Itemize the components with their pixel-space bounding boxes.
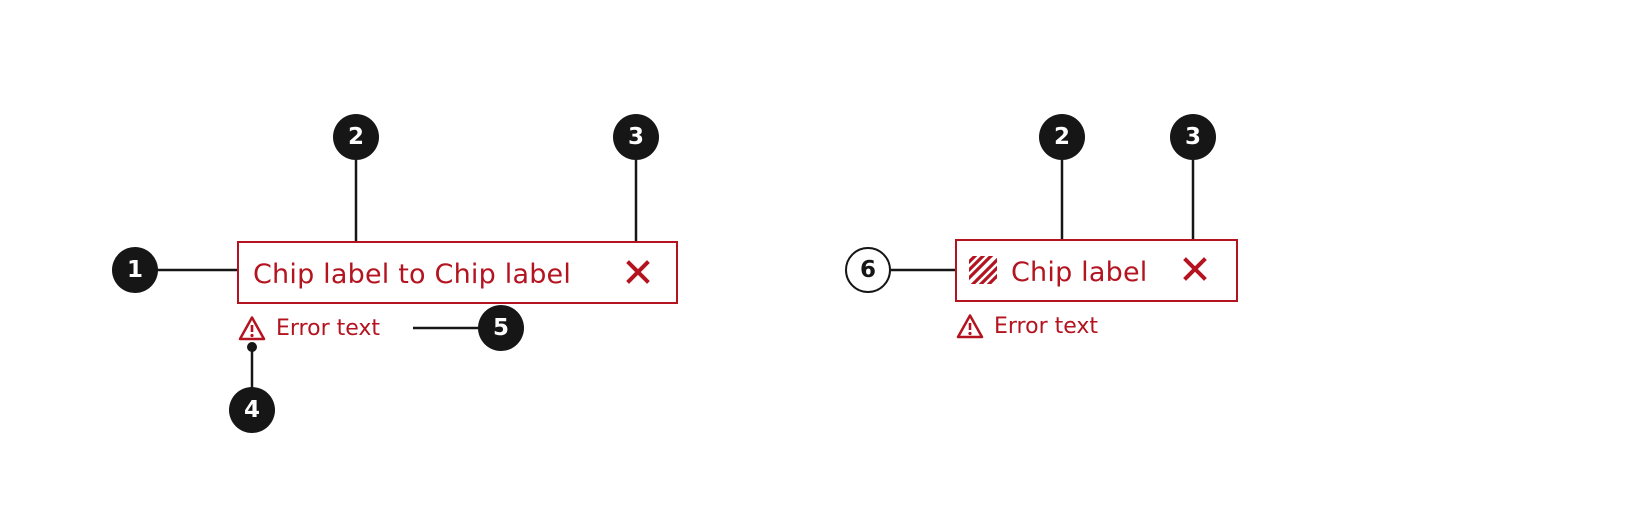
marker-number: 4 <box>243 397 260 423</box>
marker-4-warning-icon: 4 <box>229 387 275 433</box>
marker-number: 3 <box>627 124 644 150</box>
marker-number: 2 <box>347 124 364 150</box>
marker-3-close-icon-right: 3 <box>1170 114 1216 160</box>
marker-number: 5 <box>492 315 509 341</box>
error-chip-with-icon[interactable]: Chip label <box>955 239 1238 302</box>
hatched-pattern-icon <box>969 256 997 284</box>
chip-label: Chip label to Chip label <box>253 259 572 290</box>
warning-triangle-icon <box>238 316 266 341</box>
marker-number: 6 <box>859 257 876 283</box>
marker-2-chip-label-right: 2 <box>1039 114 1085 160</box>
marker-3-close-icon: 3 <box>613 114 659 160</box>
close-icon[interactable] <box>1182 256 1208 282</box>
marker-number: 3 <box>1184 124 1201 150</box>
error-chip-long[interactable]: Chip label to Chip label <box>237 241 678 304</box>
error-text: Error text <box>994 313 1099 339</box>
marker-1-container: 1 <box>112 247 158 293</box>
marker-5-error-text: 5 <box>478 305 524 351</box>
warning-triangle-icon <box>956 314 984 339</box>
marker-number: 2 <box>1053 124 1070 150</box>
error-message: Error text <box>956 313 1098 339</box>
close-icon[interactable] <box>625 259 651 285</box>
marker-2-chip-label: 2 <box>333 114 379 160</box>
error-message: Error text <box>238 315 380 341</box>
anchor-dot-4 <box>247 342 257 352</box>
chip-label: Chip label <box>1011 257 1148 288</box>
marker-number: 1 <box>126 257 143 283</box>
error-text: Error text <box>276 315 381 341</box>
marker-6-leading-icon: 6 <box>845 247 891 293</box>
